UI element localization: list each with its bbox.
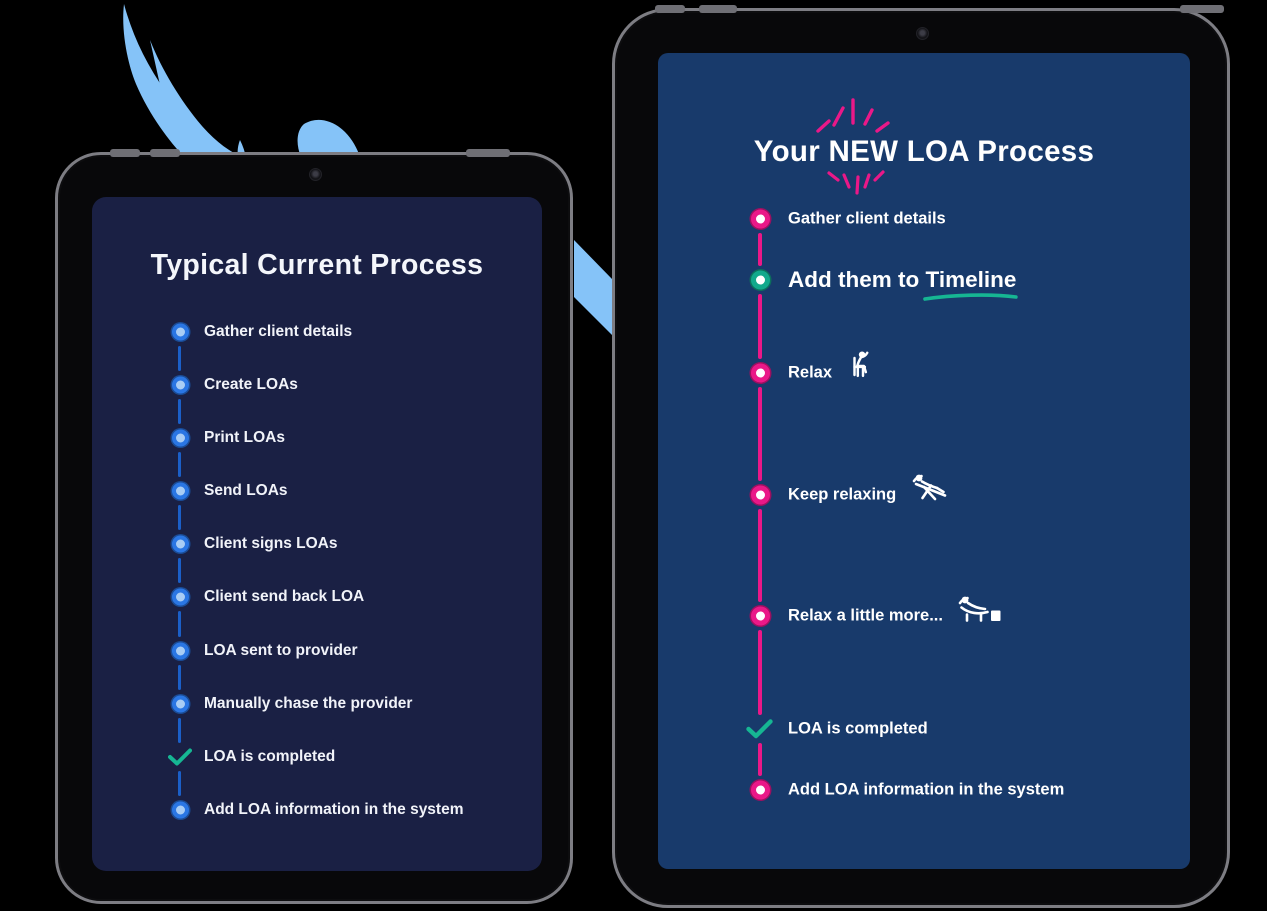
step-label: Client signs LOAs: [204, 535, 338, 552]
step-label-text: Relax a little more...: [788, 606, 943, 625]
left-tablet-device: Typical Current Process Gather client de…: [55, 149, 573, 904]
step-label: LOA sent to provider: [204, 642, 358, 659]
timeline-brand-word: Timeline: [925, 267, 1017, 292]
step-label-prefix: Add them to: [788, 267, 926, 292]
step-dot-icon: [172, 376, 189, 394]
right-tablet-device: Your NEW LOA Process Gather cl: [612, 5, 1230, 908]
step-dot-icon: [172, 642, 189, 660]
step-connector: [758, 387, 762, 481]
step-dot-icon: [172, 695, 189, 713]
step-label: Add LOA information in the system: [204, 801, 464, 818]
person-on-deck-chair-icon: [912, 474, 947, 501]
volume-button: [110, 149, 140, 157]
step-connector: [178, 505, 181, 530]
step-connector: [178, 771, 181, 796]
power-button: [1180, 5, 1224, 13]
step-connector: [758, 743, 762, 776]
step-dot-icon: [751, 606, 770, 626]
step-dot-icon: [172, 535, 189, 553]
step-connector: [178, 611, 181, 637]
power-button: [466, 149, 510, 157]
step-label: Print LOAs: [204, 429, 285, 446]
step-connector: [758, 233, 762, 266]
step-dot-icon: [172, 482, 189, 500]
step-dot-icon: [751, 209, 770, 229]
step-dot-icon: [172, 323, 189, 341]
step-connector: [178, 558, 181, 583]
sparkle-burst-top-icon: [816, 98, 890, 133]
volume-button: [699, 5, 737, 13]
step-label: Manually chase the provider: [204, 695, 413, 712]
right-tablet-screen: Your NEW LOA Process Gather cl: [658, 53, 1190, 869]
front-camera-icon: [309, 168, 322, 181]
step-label: Gather client details: [788, 209, 946, 228]
check-icon: [168, 748, 192, 766]
step-label: Add LOA information in the system: [788, 780, 1065, 799]
page-title: Typical Current Process: [150, 249, 484, 281]
step-label: LOA is completed: [788, 719, 928, 738]
person-on-lounge-chair-icon: [958, 596, 1001, 622]
step-connector: [758, 630, 762, 715]
step-dot-icon: [751, 780, 770, 800]
step-dot-icon: [751, 270, 770, 290]
step-connector: [178, 718, 181, 743]
step-dot-icon: [751, 363, 770, 383]
step-label: Keep relaxing: [788, 474, 950, 512]
check-icon: [746, 719, 773, 739]
left-tablet-screen: Typical Current Process Gather client de…: [92, 197, 542, 871]
step-label: Send LOAs: [204, 482, 288, 499]
step-label: Create LOAs: [204, 376, 298, 393]
step-connector: [758, 294, 762, 359]
page-title: Your NEW LOA Process: [753, 135, 1095, 168]
step-label: LOA is completed: [204, 748, 336, 765]
step-label-text: Relax: [788, 363, 833, 382]
step-dot-icon: [172, 801, 189, 819]
volume-button: [655, 5, 685, 13]
step-connector: [178, 346, 181, 371]
timeline-underline-swoosh-icon: [923, 293, 1019, 301]
step-label-text: Keep relaxing: [788, 485, 897, 504]
step-connector: [758, 509, 762, 602]
step-connector: [178, 452, 181, 477]
step-label: Gather client details: [204, 323, 353, 340]
step-label: Client send back LOA: [204, 588, 365, 605]
sparkle-burst-bottom-icon: [827, 170, 885, 195]
step-label: Relax: [788, 351, 880, 390]
step-label: Add them to Timeline: [788, 267, 1019, 301]
front-camera-icon: [916, 27, 929, 40]
step-dot-icon: [751, 485, 770, 505]
step-connector: [178, 399, 181, 424]
step-label: Relax a little more...: [788, 596, 1004, 632]
step-connector: [178, 665, 181, 690]
step-dot-icon: [172, 588, 189, 606]
volume-button: [150, 149, 180, 157]
step-dot-icon: [172, 429, 189, 447]
person-relaxing-on-chair-icon: [853, 351, 869, 378]
